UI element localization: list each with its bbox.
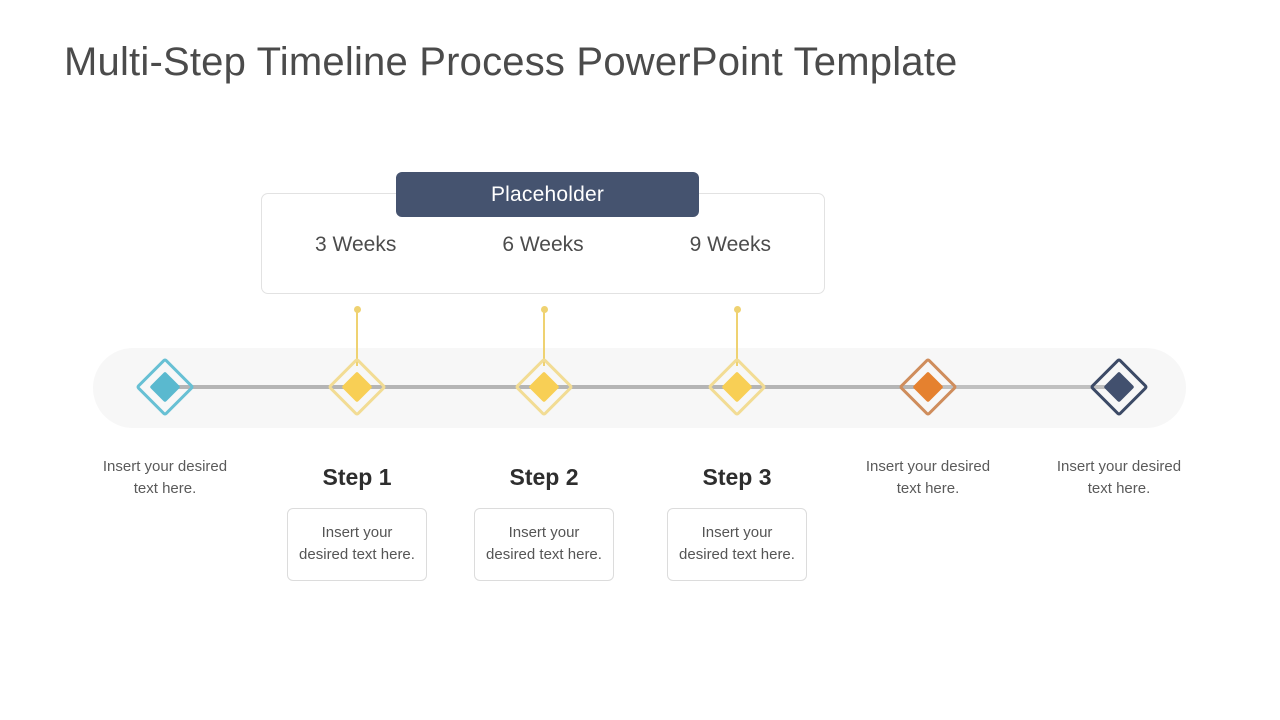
page-title: Multi-Step Timeline Process PowerPoint T… <box>64 40 958 84</box>
step-text-box-4[interactable]: Insert your desired text here. <box>667 508 807 581</box>
step-text-box-2[interactable]: Insert your desired text here. <box>287 508 427 581</box>
week-label-2: 6 Weeks <box>502 233 584 256</box>
timeline-stem-2 <box>356 310 358 366</box>
placeholder-tab[interactable]: Placeholder <box>396 172 699 217</box>
timeline-stem-3 <box>543 310 545 366</box>
step-title-2: Step 1 <box>322 464 392 490</box>
weeks-row: 3 Weeks 6 Weeks 9 Weeks <box>262 232 824 258</box>
timeline-stem-dot-2 <box>353 306 361 313</box>
step-text-box-3[interactable]: Insert your desired text here. <box>474 508 614 581</box>
timeline-stem-dot-4 <box>733 306 741 313</box>
node-caption-6: Insert your desired text here. <box>1056 458 1182 497</box>
step-title-3: Step 2 <box>509 464 579 490</box>
timeline-stem-dot-3 <box>540 306 548 313</box>
week-label-1: 3 Weeks <box>315 233 397 256</box>
node-caption-5: Insert your desired text here. <box>865 458 991 497</box>
timeline-line-dashed <box>935 385 1125 389</box>
week-label-3: 9 Weeks <box>689 233 771 256</box>
timeline-stem-4 <box>736 310 738 366</box>
step-title-4: Step 3 <box>702 464 772 490</box>
node-caption-1: Insert your desired text here. <box>102 458 228 497</box>
